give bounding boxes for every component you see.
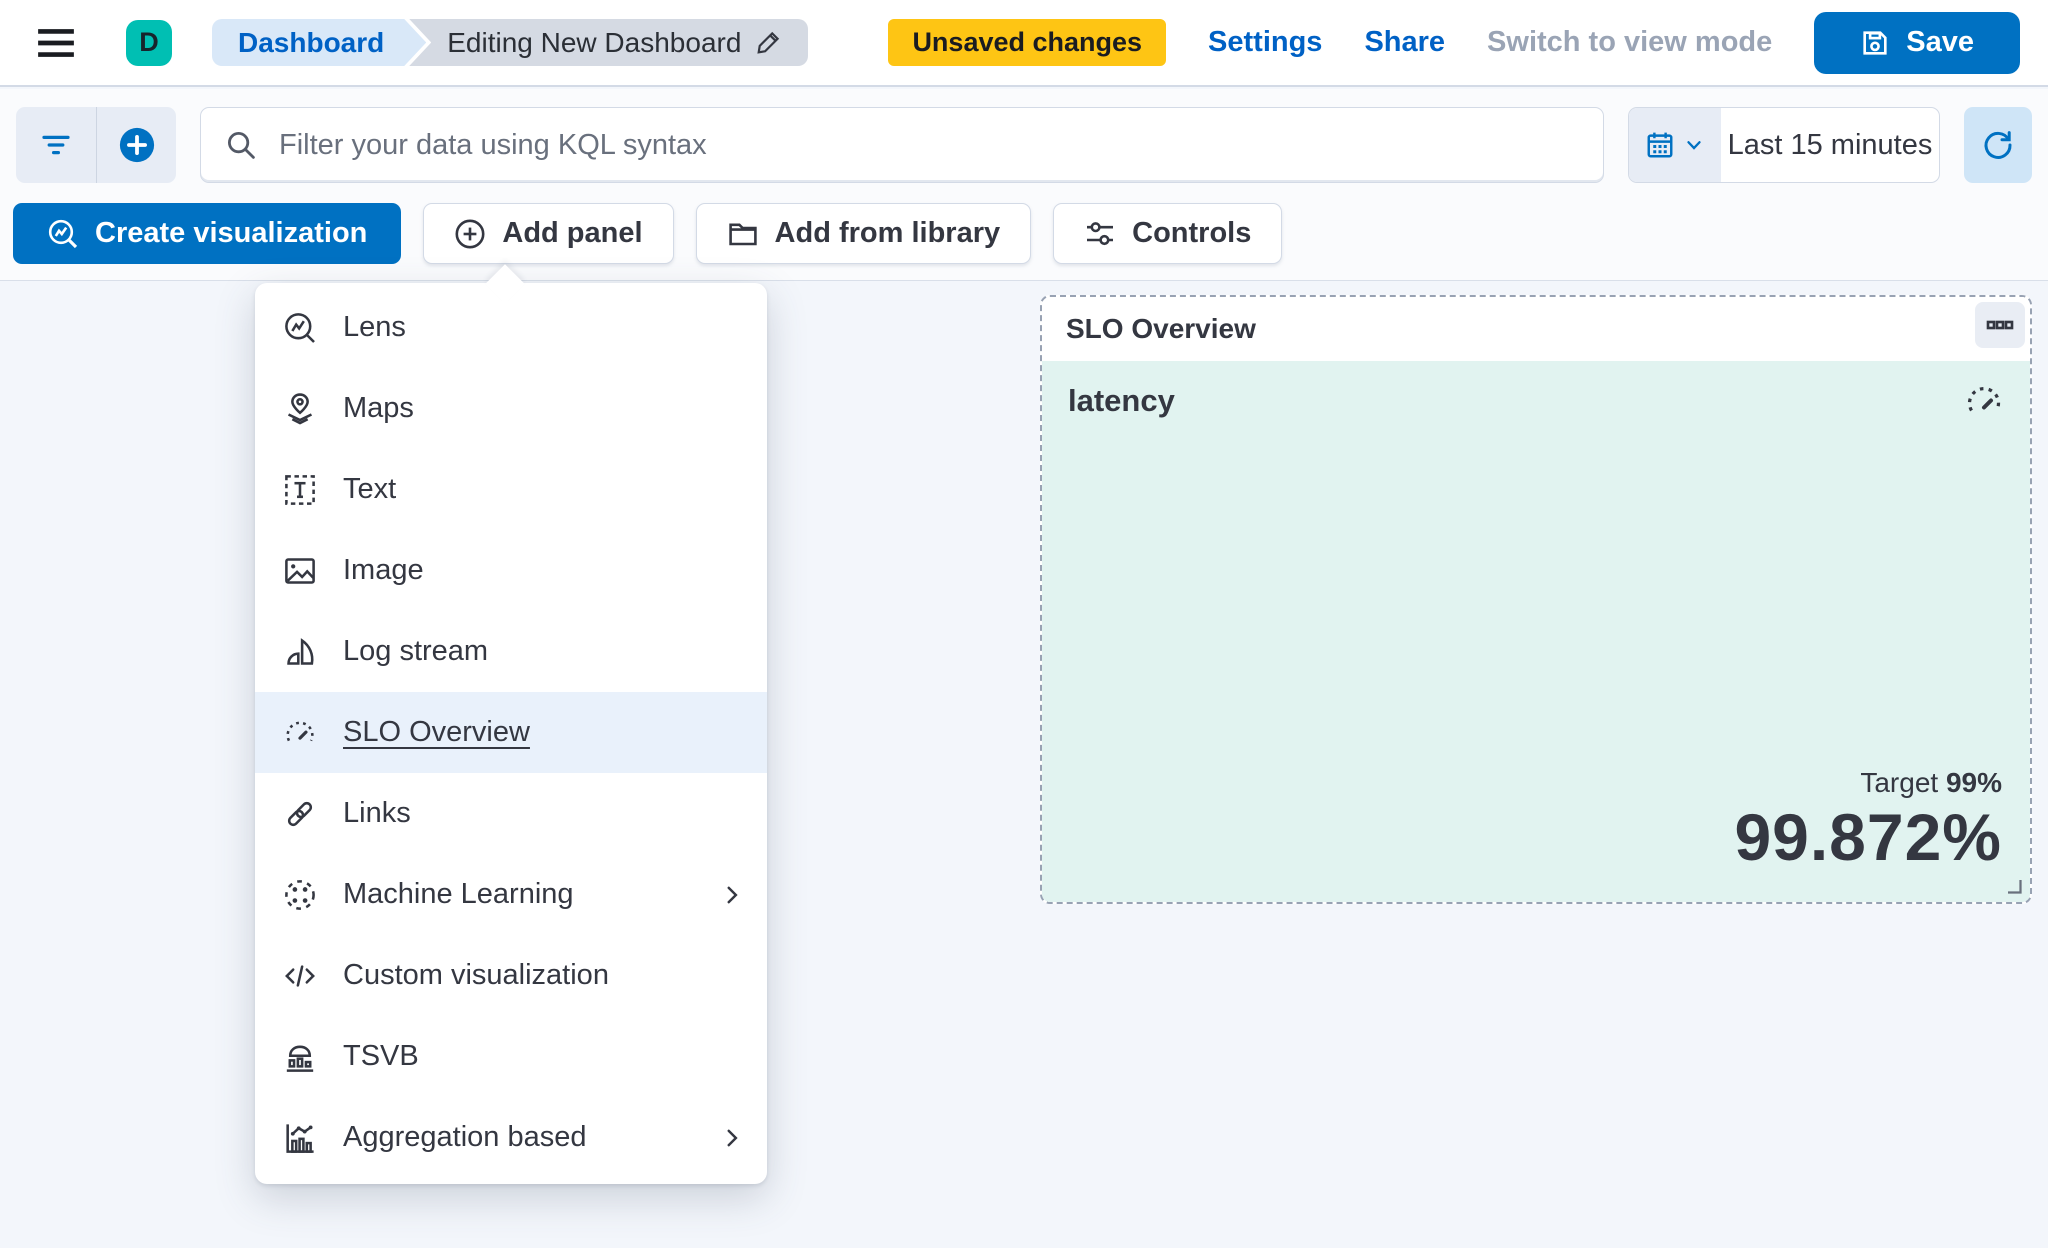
menu-item-slo-overview[interactable]: SLO Overview (255, 692, 767, 773)
slo-overview-panel: SLO Overview latency Target 99% 99.872% (1040, 295, 2032, 904)
tsvb-icon (283, 1040, 317, 1074)
controls-button[interactable]: Controls (1053, 203, 1283, 264)
save-icon (1860, 28, 1890, 58)
save-button[interactable]: Save (1814, 11, 2020, 74)
unsaved-changes-badge: Unsaved changes (888, 19, 1167, 66)
dashboard-chrome: Last 15 minutes Create visualization Add… (0, 89, 2048, 281)
menu-toggle-button[interactable] (28, 15, 84, 71)
calendar-icon (1645, 130, 1675, 160)
breadcrumb-current-label: Editing New Dashboard (447, 26, 742, 58)
panel-title: SLO Overview (1066, 313, 1256, 344)
chevron-down-icon (1683, 134, 1705, 156)
share-link[interactable]: Share (1364, 26, 1446, 58)
image-icon (283, 554, 317, 588)
create-visualization-button[interactable]: Create visualization (13, 203, 402, 264)
plus-in-circle-icon (454, 218, 486, 250)
date-quick-select-button[interactable] (1629, 108, 1721, 182)
settings-link[interactable]: Settings (1208, 26, 1323, 58)
breadcrumb: Dashboard Editing New Dashboard (212, 19, 809, 66)
menu-item-machine-learning[interactable]: Machine Learning (255, 854, 767, 935)
boxes-horizontal-icon (1985, 310, 2015, 340)
panel-resize-handle[interactable] (2003, 875, 2023, 895)
maps-icon (283, 392, 317, 426)
machine-learning-icon (283, 878, 317, 912)
menu-item-links[interactable]: Links (255, 773, 767, 854)
add-filter-button[interactable] (96, 107, 176, 183)
add-panel-menu: Lens Maps Text Image Log stream (255, 283, 767, 1182)
menu-item-custom-visualization[interactable]: Custom visualization (255, 935, 767, 1016)
menu-item-text[interactable]: Text (255, 449, 767, 530)
breadcrumb-current[interactable]: Editing New Dashboard (403, 19, 809, 66)
hamburger-icon (34, 21, 78, 65)
menu-item-aggregation-based[interactable]: Aggregation based (255, 1097, 767, 1178)
folder-icon (727, 218, 759, 250)
lens-icon (47, 218, 79, 250)
filter-icon (40, 129, 72, 161)
menu-item-lens[interactable]: Lens (255, 287, 767, 368)
breadcrumb-dashboard[interactable]: Dashboard (212, 19, 426, 66)
chevron-right-icon (719, 1125, 745, 1151)
edit-icon (755, 29, 782, 56)
add-from-library-button[interactable]: Add from library (695, 203, 1032, 264)
target-label: Target (1860, 766, 1939, 798)
add-panel-popover: Lens Maps Text Image Log stream (255, 264, 767, 1184)
aggregation-icon (283, 1121, 317, 1155)
switch-to-view-mode-link[interactable]: Switch to view mode (1487, 26, 1773, 58)
refresh-icon (1982, 129, 2014, 161)
filter-menu-button[interactable] (16, 107, 96, 183)
chevron-right-icon (719, 882, 745, 908)
plus-circle-icon (118, 126, 156, 164)
log-stream-icon (283, 635, 317, 669)
top-header: D Dashboard Editing New Dashboard Unsave… (0, 0, 2048, 87)
slo-gauge-icon (283, 716, 317, 750)
refresh-button[interactable] (1964, 107, 2032, 183)
menu-item-log-stream[interactable]: Log stream (255, 611, 767, 692)
code-icon (283, 959, 317, 993)
slo-metric-name: latency (1068, 383, 1175, 418)
menu-item-image[interactable]: Image (255, 530, 767, 611)
space-avatar[interactable]: D (126, 19, 172, 66)
menu-item-maps[interactable]: Maps (255, 368, 767, 449)
lens-icon (283, 311, 317, 345)
links-icon (283, 797, 317, 831)
target-value: 99% (1945, 766, 2002, 798)
text-icon (283, 473, 317, 507)
time-range-value[interactable]: Last 15 minutes (1727, 128, 1933, 161)
controls-sliders-icon (1084, 218, 1116, 250)
add-panel-button[interactable]: Add panel (423, 203, 674, 264)
kql-search-input[interactable] (279, 128, 1579, 162)
gauge-icon (1964, 381, 2004, 421)
panel-options-button[interactable] (1975, 302, 2025, 348)
search-icon (225, 129, 257, 161)
query-bar: Last 15 minutes (16, 107, 2032, 183)
menu-item-tsvb[interactable]: TSVB (255, 1016, 767, 1097)
slo-value: 99.872% (1734, 799, 2002, 874)
